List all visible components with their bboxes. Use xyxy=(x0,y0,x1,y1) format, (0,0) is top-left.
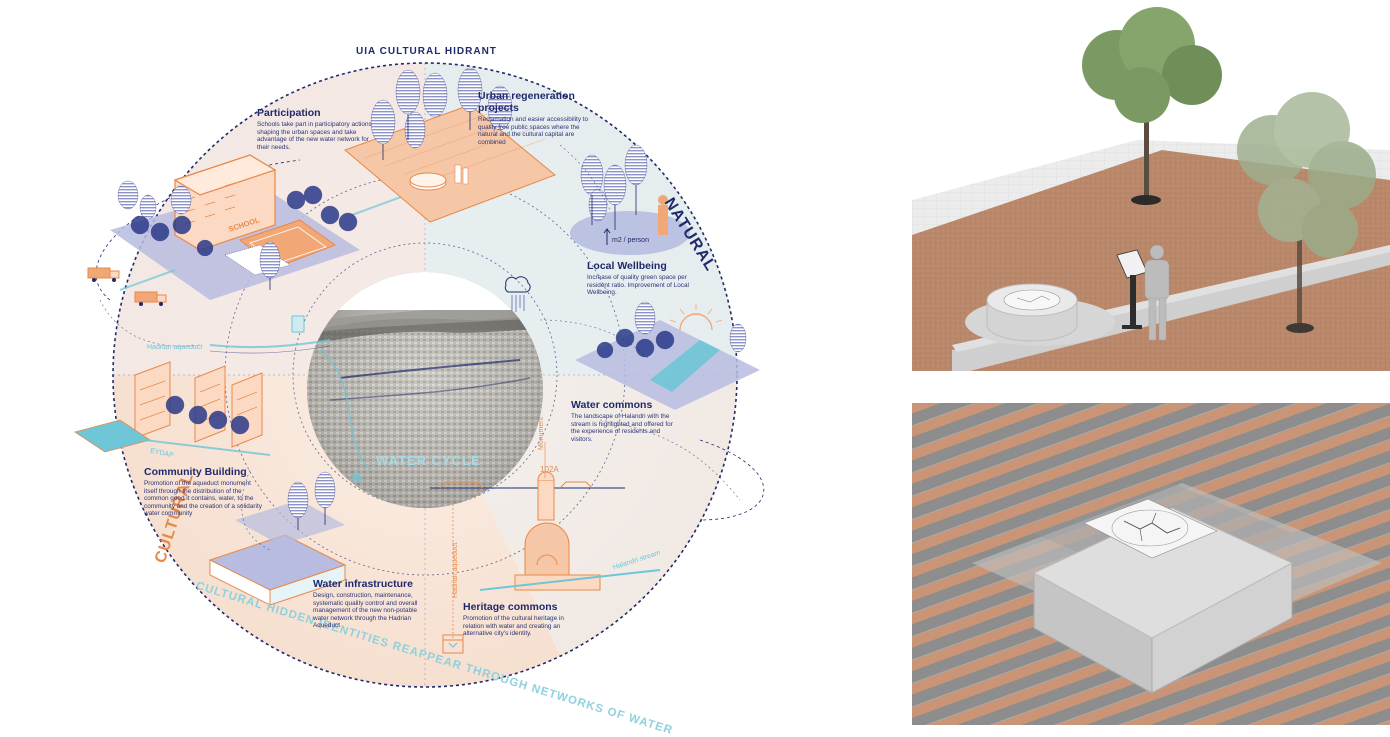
block-community-building: Community Building Promotion of the aque… xyxy=(144,466,262,518)
diagram-graphics xyxy=(74,62,765,688)
monument-render-graphics xyxy=(912,403,1390,725)
hadrian-aqueduct-vertical-tag: Hadrian aqueduct xyxy=(452,542,459,598)
block-text: Increase of quality green space per resi… xyxy=(587,274,689,297)
truck-icon xyxy=(87,267,120,282)
block-heritage-commons: Heritage commons Promotion of the cultur… xyxy=(463,601,581,638)
block-text: Reclamation and easier accessibility to … xyxy=(478,116,589,146)
block-text: The landscape of Halandri with the strea… xyxy=(571,413,673,443)
block-title: Participation xyxy=(257,107,321,119)
truck-icon xyxy=(134,291,167,306)
city-photo xyxy=(307,272,543,508)
block-water-commons: Water commons The landscape of Halandri … xyxy=(571,399,683,443)
rain-cloud-icon xyxy=(504,276,531,312)
ring-top-title: UIA CULTURAL HIDRANT xyxy=(356,46,497,57)
monument-render xyxy=(912,403,1390,725)
block-water-infrastructure: Water infrastructure Design, constructio… xyxy=(313,578,431,630)
block-title: Heritage commons xyxy=(463,601,558,613)
block-text: Schools take part in participatory actio… xyxy=(257,121,372,151)
block-text: Promotion of the aqueduct monument itsel… xyxy=(144,480,262,518)
center-title: WATER CYCLE xyxy=(376,453,481,468)
block-local-wellbeing: Local Wellbeing Increase of quality gree… xyxy=(587,260,707,297)
water-cycle-diagram: UIA CULTURAL HIDRANT NATURAL CULTURAL CU… xyxy=(74,46,765,737)
plaza-illustration xyxy=(344,104,556,223)
block-title: Urban regeneration projects xyxy=(478,90,575,114)
m2-person-tag: m2 / person xyxy=(612,237,649,244)
block-text: Promotion of the cultural heritage in re… xyxy=(463,615,564,638)
tree-icon xyxy=(1082,7,1222,205)
block-urban-regeneration: Urban regeneration projects Reclamation … xyxy=(478,90,593,146)
block-title: Water commons xyxy=(571,399,653,411)
housing-illustration xyxy=(74,315,331,456)
tree-group xyxy=(117,67,747,519)
tree-icon xyxy=(1237,92,1376,333)
hadrian-aqueduct-tag: Hadrian aqueduct xyxy=(147,344,203,351)
block-participation: Participation Schools take part in parti… xyxy=(257,107,375,151)
code-tag: 102A xyxy=(540,465,559,474)
tree-group xyxy=(130,185,675,435)
monument-tag: Monument xyxy=(538,416,545,450)
block-title: Water infrastructure xyxy=(313,578,413,590)
monument-section-illustration xyxy=(430,442,661,654)
block-title: Community Building xyxy=(144,466,247,478)
water-infrastructure-illustration xyxy=(208,500,347,606)
plaza-render-graphics xyxy=(912,0,1390,371)
block-title: Local Wellbeing xyxy=(587,260,667,272)
plaza-render xyxy=(912,0,1390,371)
block-text: Design, construction, maintenance, syste… xyxy=(313,592,418,630)
